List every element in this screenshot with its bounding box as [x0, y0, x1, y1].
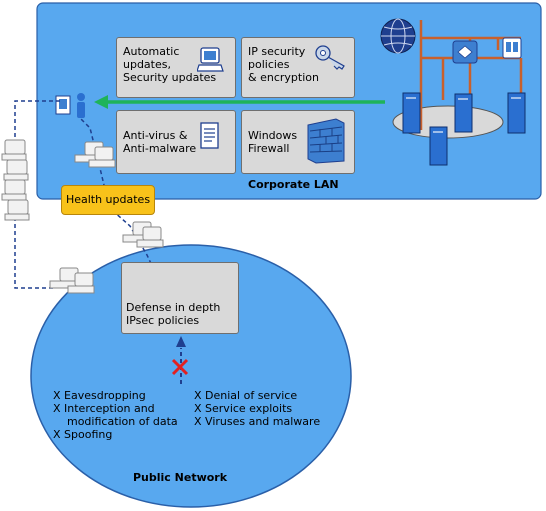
- automatic-updates-box: Automatic updates, Security updates: [116, 37, 236, 98]
- roaming-computers-icon: [1, 139, 30, 221]
- threat-item: X Spoofing: [53, 428, 113, 441]
- document-icon: [200, 122, 219, 149]
- ip-security-label: IP security policies & encryption: [248, 45, 319, 84]
- automatic-updates-label: Automatic updates, Security updates: [123, 45, 217, 84]
- antivirus-box: Anti-virus & Anti-malware: [116, 110, 236, 174]
- firewall-icon: [307, 118, 345, 164]
- threat-item: X Interception and modification of data: [53, 402, 178, 428]
- key-icon: [315, 45, 345, 70]
- threat-item: X Eavesdropping: [53, 389, 146, 402]
- corporate-lan-title: Corporate LAN: [248, 178, 339, 191]
- defense-label: Defense in depth IPsec policies: [126, 301, 221, 327]
- server-network-group: [380, 18, 526, 166]
- ip-security-box: IP security policies & encryption: [241, 37, 355, 98]
- defense-box: Defense in depth IPsec policies: [121, 262, 239, 334]
- green-arrow: [94, 95, 385, 109]
- threat-item: X Viruses and malware: [194, 415, 321, 428]
- public-network-ellipse: [30, 244, 352, 508]
- laptop-icon: [197, 47, 224, 72]
- blocked-arrow: [171, 336, 189, 384]
- laptop-icon: [49, 141, 164, 294]
- windows-firewall-label: Windows Firewall: [248, 129, 298, 155]
- public-network-title: Public Network: [133, 471, 228, 484]
- health-updates-badge: Health updates: [61, 185, 155, 215]
- router-icon: [452, 40, 478, 64]
- antivirus-label: Anti-virus & Anti-malware: [123, 129, 197, 155]
- blocked-x-icon: [171, 358, 189, 376]
- windows-firewall-box: Windows Firewall: [241, 110, 355, 174]
- client-computer-icon: [55, 93, 85, 118]
- device-icon: [502, 37, 522, 59]
- globe-icon: [380, 18, 416, 54]
- threat-item: X Service exploits: [194, 402, 293, 415]
- threat-item: X Denial of service: [194, 389, 298, 402]
- server-icon: [402, 92, 526, 166]
